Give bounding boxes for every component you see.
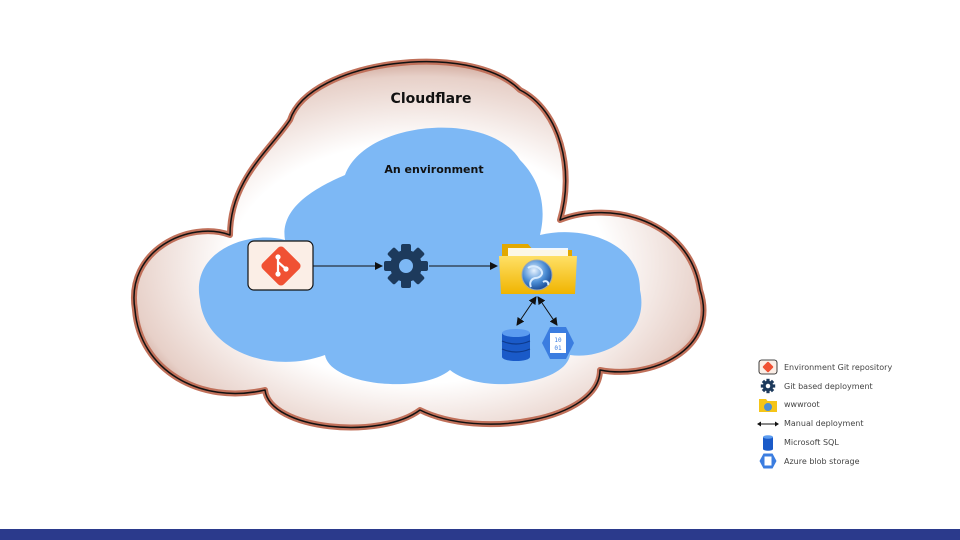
legend-item-gear: Git based deployment <box>757 377 957 396</box>
svg-text:10: 10 <box>554 337 562 344</box>
git-repository-node <box>247 240 314 291</box>
outer-cloud-label: Cloudflare <box>391 91 472 107</box>
legend: Environment Git repository Git based dep… <box>757 358 957 471</box>
legend-item-folder: wwwroot <box>757 396 957 415</box>
git-icon <box>261 246 301 286</box>
legend-label: Git based deployment <box>784 381 873 391</box>
database-icon <box>757 434 779 452</box>
inner-cloud-label: An environment <box>384 163 483 176</box>
double-arrow-icon <box>757 415 779 433</box>
gear-icon <box>384 244 428 288</box>
folder-web-icon <box>499 244 577 294</box>
blob-storage-icon <box>757 452 779 470</box>
git-icon <box>757 358 779 376</box>
legend-label: Manual deployment <box>784 419 864 429</box>
footer-bar <box>0 529 960 540</box>
legend-item-arrow: Manual deployment <box>757 414 957 433</box>
blob-storage-icon: 10 01 <box>542 327 574 359</box>
database-icon <box>501 329 531 361</box>
svg-text:01: 01 <box>554 345 562 352</box>
legend-item-blob: Azure blob storage <box>757 452 957 471</box>
legend-label: Microsoft SQL <box>784 438 839 448</box>
legend-label: wwwroot <box>784 400 820 410</box>
legend-item-git: Environment Git repository <box>757 358 957 377</box>
legend-item-database: Microsoft SQL <box>757 433 957 452</box>
legend-label: Environment Git repository <box>784 362 893 372</box>
legend-label: Azure blob storage <box>784 456 860 466</box>
gear-icon <box>757 377 779 395</box>
folder-web-icon <box>757 396 779 414</box>
arrow-folder-to-blob <box>537 296 558 326</box>
arrow-folder-to-database <box>516 296 537 326</box>
